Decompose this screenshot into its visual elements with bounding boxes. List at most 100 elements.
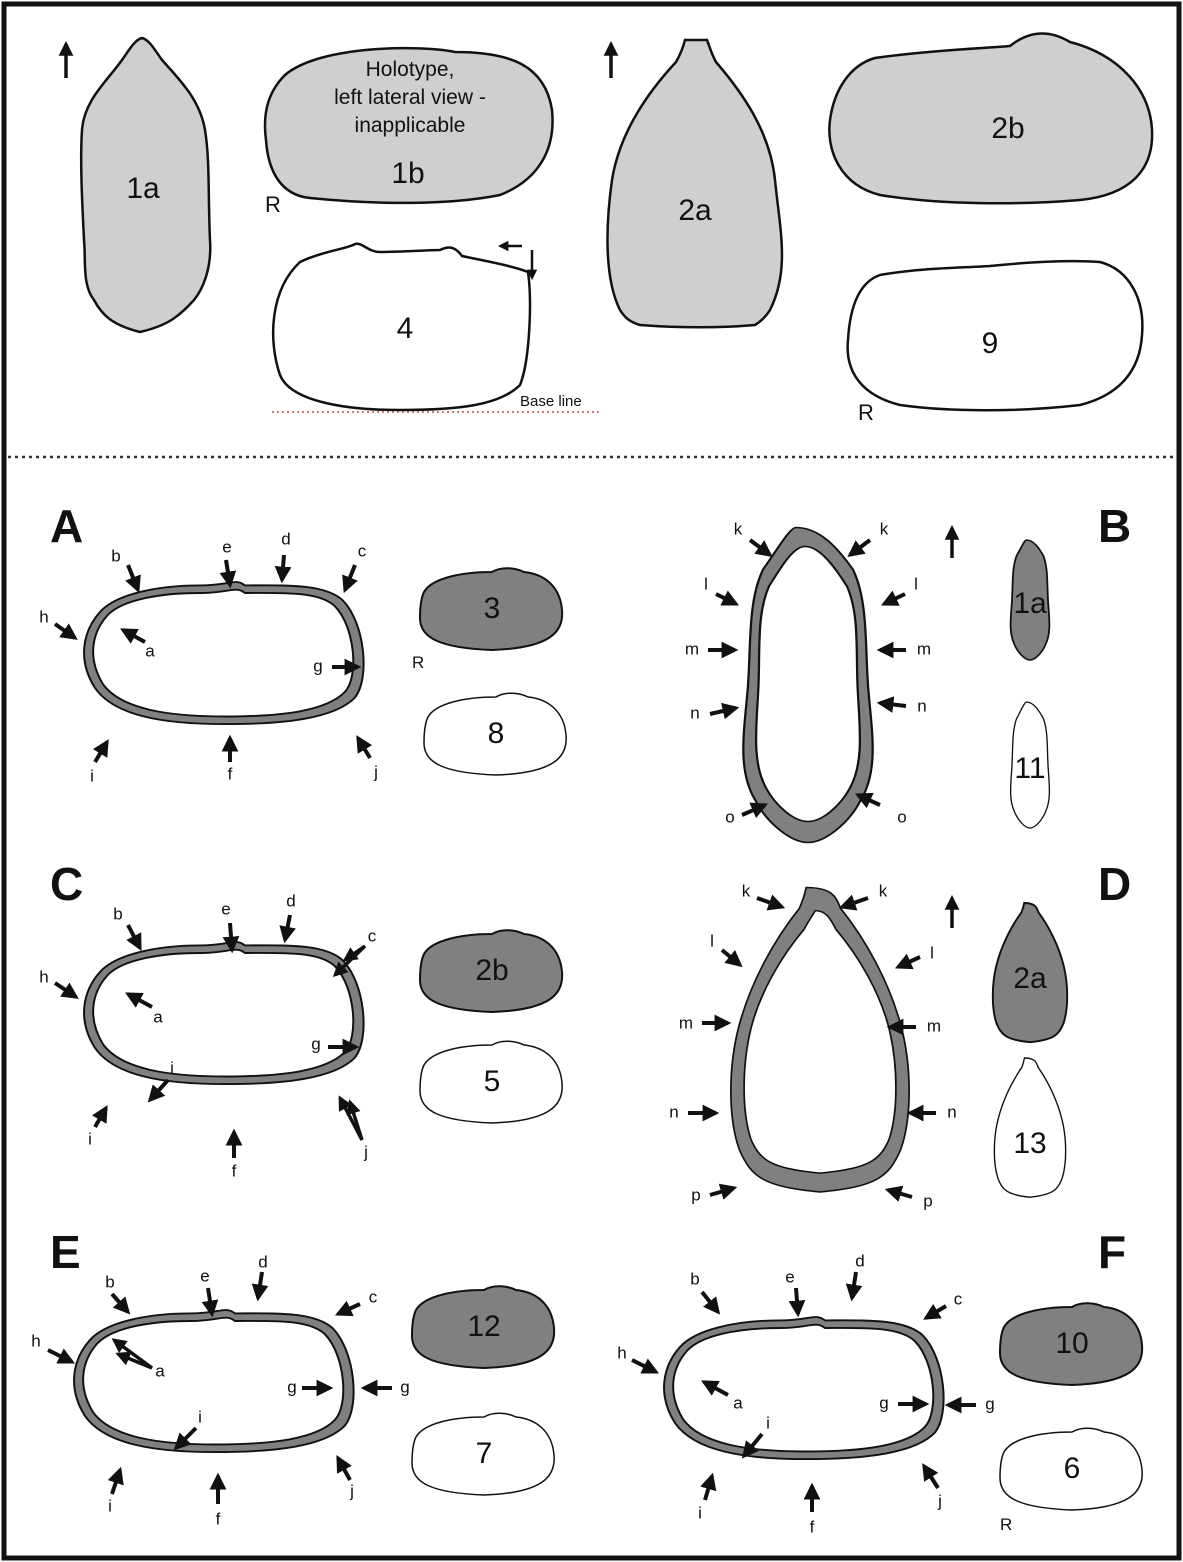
feature-arrow-b-icon bbox=[128, 565, 138, 590]
feature-arrow-d-icon bbox=[282, 555, 284, 580]
feature-arrow-e-icon bbox=[226, 560, 230, 585]
thumb-8-label: 8 bbox=[488, 717, 505, 750]
panel-e: E b e d c h a g g i i f j 12 bbox=[31, 1226, 554, 1528]
arrow-label-f: f bbox=[810, 1517, 815, 1536]
feature-arrow-p-icon bbox=[888, 1190, 912, 1197]
arrow-label-g: g bbox=[400, 1377, 409, 1396]
arrow-label-j: j bbox=[349, 1481, 354, 1500]
feature-arrow-h-icon bbox=[55, 624, 75, 638]
thumb-2a-label: 2a bbox=[1013, 962, 1047, 995]
arrow-label-d: d bbox=[855, 1251, 864, 1270]
arrow-label-b: b bbox=[113, 904, 122, 923]
feature-arrow-i-icon bbox=[150, 1080, 168, 1100]
arrow-label-b: b bbox=[690, 1269, 699, 1288]
base-line-label: Base line bbox=[520, 393, 582, 410]
arrow-label-j: j bbox=[363, 1142, 368, 1161]
arrow-label-d: d bbox=[281, 529, 290, 548]
arrow-label-f: f bbox=[216, 1509, 221, 1528]
arrow-label-g: g bbox=[311, 1034, 320, 1053]
arrow-label-h: h bbox=[31, 1331, 40, 1350]
arrow-label-l: l bbox=[710, 931, 714, 950]
arrow-label-e: e bbox=[221, 899, 230, 918]
arrow-label-f: f bbox=[232, 1161, 237, 1180]
arrow-label-k: k bbox=[742, 881, 751, 900]
specimen-1a-dorsal: 1a bbox=[66, 38, 210, 332]
specimen-2b-label: 2b bbox=[991, 112, 1024, 145]
arrow-label-p: p bbox=[923, 1191, 932, 1210]
feature-arrow-b-icon bbox=[112, 1294, 128, 1312]
feature-arrow-e-icon bbox=[208, 1288, 212, 1314]
feature-arrow-e-icon bbox=[230, 923, 232, 950]
feature-arrow-p-icon bbox=[710, 1188, 734, 1195]
arrow-label-n: n bbox=[690, 703, 699, 722]
arrow-label-p: p bbox=[691, 1185, 700, 1204]
specimen-2b-lateral: 2b bbox=[829, 33, 1152, 203]
arrow-label-l: l bbox=[704, 574, 708, 593]
specimen-1a-label: 1a bbox=[126, 172, 160, 205]
feature-arrow-e-icon bbox=[796, 1288, 798, 1314]
arrow-label-g: g bbox=[985, 1394, 994, 1413]
specimen-1b-label: 1b bbox=[391, 157, 424, 190]
arrow-label-e: e bbox=[222, 537, 231, 556]
thumb-11-label: 11 bbox=[1014, 752, 1045, 785]
panel-e-letter: E bbox=[50, 1226, 81, 1278]
feature-arrow-k-icon bbox=[850, 540, 870, 555]
arrow-label-d: d bbox=[258, 1252, 267, 1271]
feature-arrow-j-icon bbox=[338, 1458, 350, 1480]
arrow-label-n: n bbox=[917, 696, 926, 715]
panel-d: D k k l l m m n n p p 2a 13 bbox=[669, 858, 1131, 1210]
right-valve-mark: R bbox=[265, 192, 281, 217]
panel-a-letter: A bbox=[50, 500, 83, 552]
feature-arrow-b-icon bbox=[128, 925, 140, 948]
panel-f-letter: F bbox=[1098, 1226, 1126, 1278]
holotype-note-line-2: left lateral view - bbox=[334, 86, 486, 109]
panel-c-letter: C bbox=[50, 858, 83, 910]
feature-arrow-i-icon bbox=[705, 1476, 712, 1500]
arrow-label-i: i bbox=[108, 1496, 112, 1515]
specimen-1b-lateral: Holotype, left lateral view - inapplicab… bbox=[265, 48, 553, 217]
arrow-label-j: j bbox=[937, 1491, 942, 1510]
thumb-6-label: 6 bbox=[1064, 1452, 1081, 1485]
feature-arrow-d-icon bbox=[852, 1272, 856, 1298]
arrow-label-f: f bbox=[228, 764, 233, 783]
thumb-12-label: 12 bbox=[467, 1310, 500, 1343]
arrow-label-i: i bbox=[90, 766, 94, 785]
arrow-label-l: l bbox=[914, 574, 918, 593]
feature-arrow-c-icon bbox=[926, 1306, 946, 1318]
arrow-label-a: a bbox=[733, 1393, 743, 1412]
right-valve-mark: R bbox=[858, 400, 874, 425]
thumb-1a-label: 1a bbox=[1013, 587, 1047, 620]
arrow-label-i: i bbox=[198, 1407, 202, 1426]
arrow-label-d: d bbox=[286, 891, 295, 910]
panel-c: C b e d c h a g i i f j 2b bbox=[39, 858, 562, 1180]
feature-arrow-b-icon bbox=[702, 1292, 718, 1312]
arrow-label-e: e bbox=[200, 1266, 209, 1285]
arrow-label-k: k bbox=[880, 519, 889, 538]
arrow-label-h: h bbox=[39, 607, 48, 626]
thumb-7-label: 7 bbox=[476, 1437, 493, 1470]
right-valve-mark: R bbox=[1000, 1515, 1012, 1534]
feature-arrow-d-icon bbox=[285, 915, 290, 940]
arrow-label-n: n bbox=[669, 1102, 678, 1121]
feature-arrow-l-icon bbox=[722, 950, 740, 965]
specimen-4-label: 4 bbox=[397, 312, 414, 345]
right-valve-mark: R bbox=[412, 653, 424, 672]
feature-arrow-h-icon bbox=[55, 983, 76, 997]
feature-arrow-k-icon bbox=[750, 540, 770, 555]
feature-arrow-l-icon bbox=[898, 957, 920, 967]
specimen-9-lateral: 9 R bbox=[848, 261, 1143, 425]
feature-arrow-n-icon bbox=[710, 708, 736, 714]
arrow-label-n: n bbox=[947, 1102, 956, 1121]
holotype-note-line-3: inapplicable bbox=[355, 114, 466, 137]
arrow-label-k: k bbox=[879, 881, 888, 900]
arrow-label-o: o bbox=[725, 807, 734, 826]
arrow-label-i: i bbox=[88, 1129, 92, 1148]
holotype-note-line-1: Holotype, bbox=[366, 58, 455, 81]
feature-arrow-c-icon bbox=[338, 1304, 360, 1314]
arrow-label-a: a bbox=[155, 1361, 165, 1380]
arrow-label-b: b bbox=[105, 1272, 114, 1291]
feature-arrow-h-icon bbox=[632, 1360, 656, 1372]
panel-d-letter: D bbox=[1098, 858, 1131, 910]
arrow-label-o: o bbox=[897, 807, 906, 826]
